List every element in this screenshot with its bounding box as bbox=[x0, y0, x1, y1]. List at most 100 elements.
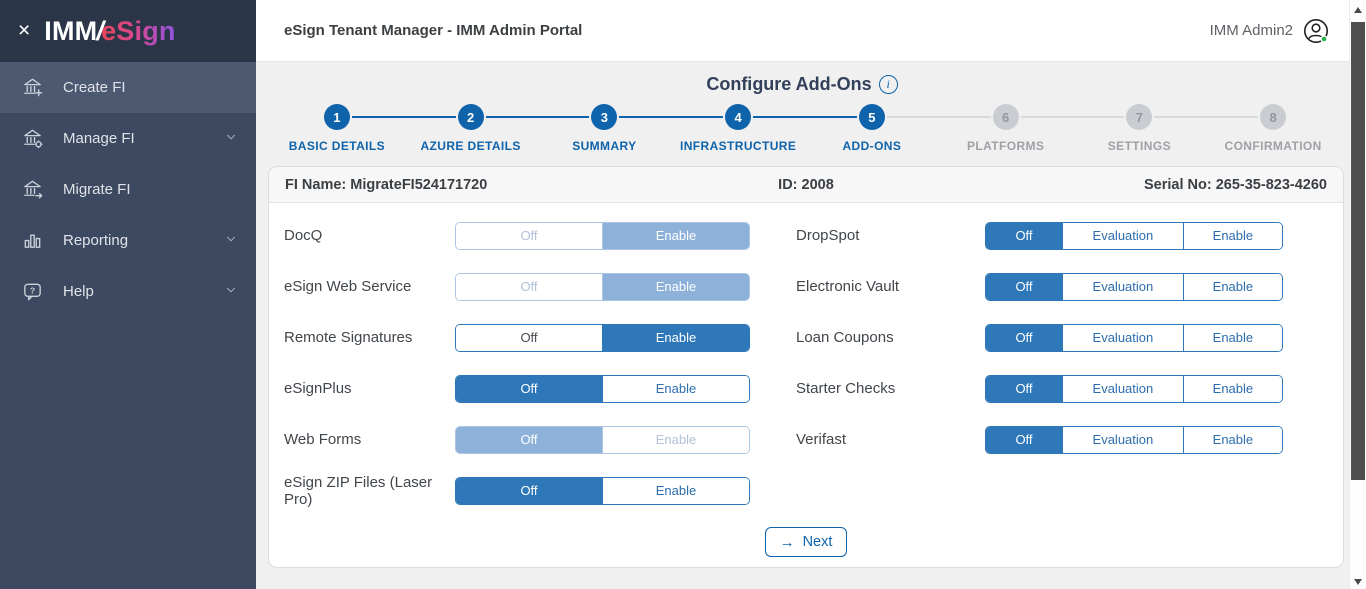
addon-label: Web Forms bbox=[284, 431, 362, 448]
step-circle[interactable]: 4 bbox=[725, 104, 752, 130]
addon-label: eSign Web Service bbox=[284, 278, 412, 295]
step-basic-details[interactable]: 1 BASIC DETAILS bbox=[270, 104, 404, 153]
app-header: eSign Tenant Manager - IMM Admin Portal … bbox=[256, 0, 1366, 62]
step-circle[interactable]: 6 bbox=[992, 104, 1019, 130]
step-infrastructure[interactable]: 4 INFRASTRUCTURE bbox=[619, 104, 805, 153]
step-circle[interactable]: 8 bbox=[1260, 104, 1287, 130]
loan-coupons-off-button[interactable]: Off bbox=[986, 324, 1062, 351]
electronic-vault-enable-button[interactable]: Enable bbox=[1182, 273, 1282, 300]
step-circle[interactable]: 2 bbox=[457, 104, 484, 130]
addon-label: Electronic Vault bbox=[796, 278, 900, 295]
wizard-stepper: 1 BASIC DETAILS 2 AZURE DETAILS 3 SUMMAR… bbox=[270, 104, 1340, 153]
chevron-down-icon[interactable] bbox=[224, 130, 238, 148]
addon-row-verifast: Verifast Off Evaluation Enable bbox=[795, 414, 1283, 465]
scrollbar-thumb[interactable] bbox=[1351, 22, 1365, 480]
sidebar-item-label: Manage FI bbox=[63, 130, 135, 147]
starter-checks-off-button[interactable]: Off bbox=[986, 375, 1062, 402]
addon-label: Starter Checks bbox=[796, 380, 896, 397]
step-circle[interactable]: 1 bbox=[323, 104, 350, 130]
verifast-evaluation-button[interactable]: Evaluation bbox=[1062, 426, 1183, 453]
loan-coupons-evaluation-button[interactable]: Evaluation bbox=[1062, 324, 1183, 351]
esign-web-service-enable-button[interactable]: Enable bbox=[602, 273, 749, 300]
svg-text:?: ? bbox=[29, 286, 34, 296]
step-azure-details[interactable]: 2 AZURE DETAILS bbox=[351, 104, 538, 153]
verifast-off-button[interactable]: Off bbox=[986, 426, 1062, 453]
electronic-vault-toggle: Off Evaluation Enable bbox=[985, 272, 1283, 301]
sidebar-item-migrate-fi[interactable]: Migrate FI bbox=[0, 164, 256, 215]
esignplus-enable-button[interactable]: Enable bbox=[602, 375, 749, 402]
esign-zip-files-enable-button[interactable]: Enable bbox=[602, 477, 749, 504]
esign-web-service-off-button[interactable]: Off bbox=[456, 273, 602, 300]
web-forms-toggle: Off Enable bbox=[455, 425, 750, 454]
sidebar-item-reporting[interactable]: Reporting bbox=[0, 215, 256, 266]
step-circle[interactable]: 3 bbox=[591, 104, 618, 130]
docq-off-button[interactable]: Off bbox=[456, 222, 602, 249]
starter-checks-evaluation-button[interactable]: Evaluation bbox=[1062, 375, 1183, 402]
bank-gear-icon bbox=[20, 127, 44, 151]
sidebar-item-help[interactable]: ? Help bbox=[0, 266, 256, 317]
step-label: AZURE DETAILS bbox=[420, 139, 521, 153]
step-settings[interactable]: 7 SETTINGS bbox=[1020, 104, 1207, 153]
step-platforms[interactable]: 6 PLATFORMS bbox=[886, 104, 1073, 153]
docq-enable-button[interactable]: Enable bbox=[602, 222, 749, 249]
step-circle[interactable]: 7 bbox=[1126, 104, 1153, 130]
step-label: PLATFORMS bbox=[966, 139, 1045, 153]
page-title-row: Configure Add-Ons i bbox=[256, 74, 1366, 95]
addons-left-column: DocQ Off Enable eSign Web Service Off En… bbox=[283, 210, 750, 516]
step-summary[interactable]: 3 SUMMARY bbox=[485, 104, 672, 153]
addon-row-web-forms: Web Forms Off Enable bbox=[283, 414, 750, 465]
esign-zip-files-toggle: Off Enable bbox=[455, 476, 750, 505]
scroll-up-icon[interactable] bbox=[1354, 7, 1362, 13]
remote-signatures-enable-button[interactable]: Enable bbox=[602, 324, 749, 351]
addons-right-column: DropSpot Off Evaluation Enable Electroni… bbox=[795, 210, 1283, 516]
bank-arrow-icon bbox=[20, 178, 44, 202]
electronic-vault-off-button[interactable]: Off bbox=[986, 273, 1062, 300]
bank-plus-icon bbox=[20, 76, 44, 100]
verifast-enable-button[interactable]: Enable bbox=[1182, 426, 1282, 453]
addon-row-dropspot: DropSpot Off Evaluation Enable bbox=[795, 210, 1283, 261]
question-bubble-icon: ? bbox=[20, 280, 44, 304]
starter-checks-enable-button[interactable]: Enable bbox=[1182, 375, 1282, 402]
docq-toggle: Off Enable bbox=[455, 221, 750, 250]
main-area: eSign Tenant Manager - IMM Admin Portal … bbox=[256, 0, 1366, 589]
web-forms-enable-button[interactable]: Enable bbox=[602, 426, 749, 453]
dropspot-evaluation-button[interactable]: Evaluation bbox=[1062, 222, 1183, 249]
user-avatar-icon[interactable] bbox=[1302, 17, 1330, 45]
fi-serial: Serial No: 265-35-823-4260 bbox=[1144, 176, 1327, 193]
info-icon[interactable]: i bbox=[878, 75, 898, 94]
remote-signatures-toggle: Off Enable bbox=[455, 323, 750, 352]
step-circle[interactable]: 5 bbox=[858, 104, 885, 130]
remote-signatures-off-button[interactable]: Off bbox=[456, 324, 602, 351]
sidebar: × IMM/eSign Create FI Manage FI Migrate … bbox=[0, 0, 256, 589]
chevron-down-icon[interactable] bbox=[224, 283, 238, 301]
user-menu[interactable]: IMM Admin2 bbox=[1210, 17, 1330, 45]
sidebar-item-label: Reporting bbox=[63, 232, 129, 249]
electronic-vault-evaluation-button[interactable]: Evaluation bbox=[1062, 273, 1183, 300]
logo-imm: IMM bbox=[44, 15, 98, 46]
chevron-down-icon[interactable] bbox=[224, 232, 238, 250]
step-label: SETTINGS bbox=[1107, 139, 1171, 153]
vertical-scrollbar[interactable] bbox=[1349, 0, 1366, 589]
step-add-ons[interactable]: 5 ADD-ONS bbox=[753, 104, 939, 153]
sidebar-item-create-fi[interactable]: Create FI bbox=[0, 62, 256, 113]
close-icon[interactable]: × bbox=[18, 18, 31, 42]
sidebar-item-manage-fi[interactable]: Manage FI bbox=[0, 113, 256, 164]
step-label: CONFIRMATION bbox=[1224, 139, 1322, 153]
addon-row-starter-checks: Starter Checks Off Evaluation Enable bbox=[795, 363, 1283, 414]
scroll-down-icon[interactable] bbox=[1354, 579, 1362, 585]
esignplus-off-button[interactable]: Off bbox=[456, 375, 602, 402]
dropspot-enable-button[interactable]: Enable bbox=[1182, 222, 1282, 249]
next-button[interactable]: → Next bbox=[764, 527, 848, 557]
dropspot-off-button[interactable]: Off bbox=[986, 222, 1062, 249]
addon-row-docq: DocQ Off Enable bbox=[283, 210, 750, 261]
esignplus-toggle: Off Enable bbox=[455, 374, 750, 403]
sidebar-logo-band: × IMM/eSign bbox=[0, 0, 256, 62]
loan-coupons-enable-button[interactable]: Enable bbox=[1182, 324, 1282, 351]
addons-grid: DocQ Off Enable eSign Web Service Off En… bbox=[269, 203, 1343, 516]
web-forms-off-button[interactable]: Off bbox=[456, 426, 602, 453]
step-confirmation[interactable]: 8 CONFIRMATION bbox=[1154, 104, 1340, 153]
step-label: INFRASTRUCTURE bbox=[679, 139, 797, 153]
esign-zip-files-off-button[interactable]: Off bbox=[456, 477, 602, 504]
addons-card: FI Name: MigrateFI524171720 ID: 2008 Ser… bbox=[268, 166, 1344, 568]
sidebar-item-label: Migrate FI bbox=[63, 181, 131, 198]
